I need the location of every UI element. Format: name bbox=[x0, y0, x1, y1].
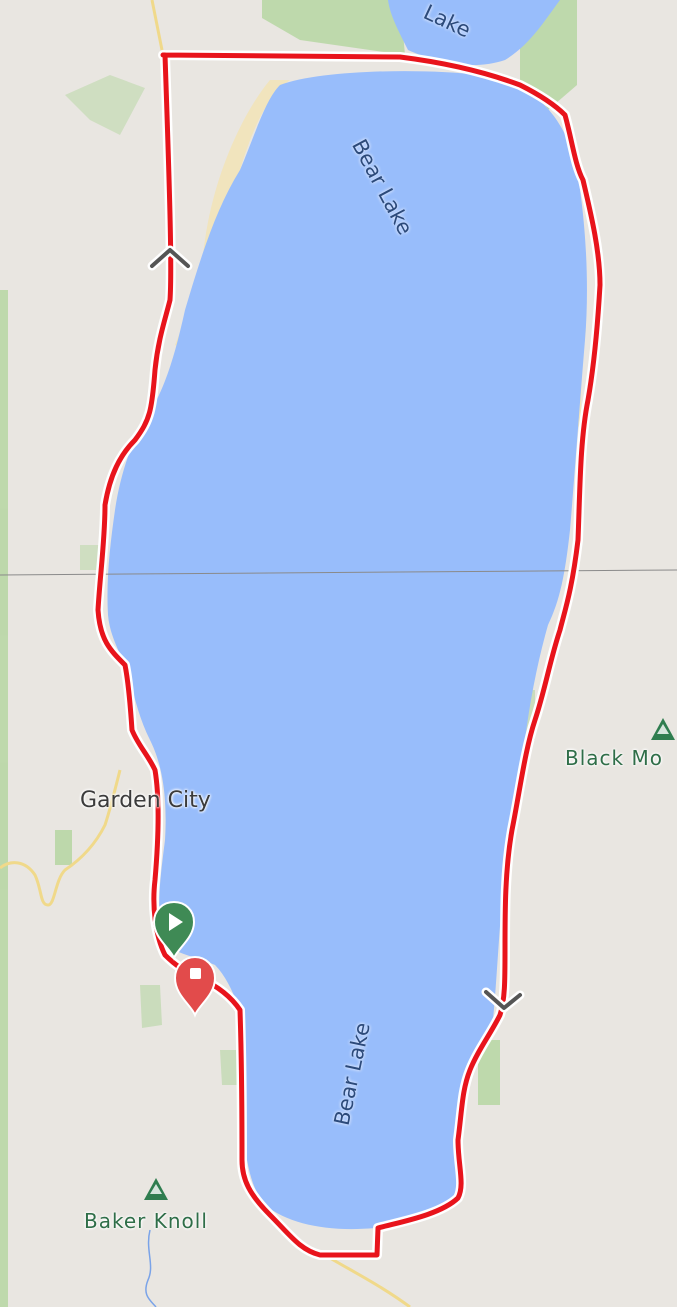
play-icon bbox=[169, 913, 183, 931]
bear-lake-water bbox=[107, 71, 587, 1230]
road-north bbox=[150, 0, 164, 51]
road-south bbox=[329, 1256, 411, 1307]
direction-arrow-north-icon bbox=[147, 245, 193, 271]
end-marker-icon[interactable] bbox=[173, 955, 217, 1018]
peak-icon-black-mountain bbox=[651, 718, 675, 740]
direction-arrow-south-icon bbox=[481, 987, 525, 1013]
route-line[interactable] bbox=[95, 52, 603, 1258]
park-area-north bbox=[262, 0, 405, 55]
north-lake-water bbox=[388, 0, 560, 66]
start-marker-icon[interactable] bbox=[152, 900, 196, 961]
streams bbox=[145, 1229, 157, 1307]
peak-icon-baker-knoll bbox=[144, 1178, 168, 1200]
black-mountain-label: Black Mo bbox=[565, 746, 663, 770]
park-area-garden-city bbox=[55, 830, 72, 865]
state-border-line bbox=[0, 569, 677, 576]
park-area-south-1 bbox=[140, 985, 162, 1028]
park-area-south-2 bbox=[220, 1050, 240, 1085]
garden-city-label: Garden City bbox=[80, 788, 211, 813]
baker-knoll-label: Baker Knoll bbox=[84, 1209, 208, 1233]
stream-baker-knoll bbox=[145, 1229, 157, 1307]
park-strip-west bbox=[0, 290, 8, 1307]
park-area-east bbox=[478, 1040, 500, 1105]
park-areas bbox=[0, 0, 577, 1307]
park-area-west bbox=[80, 545, 100, 570]
stop-icon bbox=[190, 968, 201, 979]
road-west bbox=[0, 769, 122, 907]
park-area-northwest bbox=[65, 75, 145, 135]
roads bbox=[0, 0, 411, 1307]
